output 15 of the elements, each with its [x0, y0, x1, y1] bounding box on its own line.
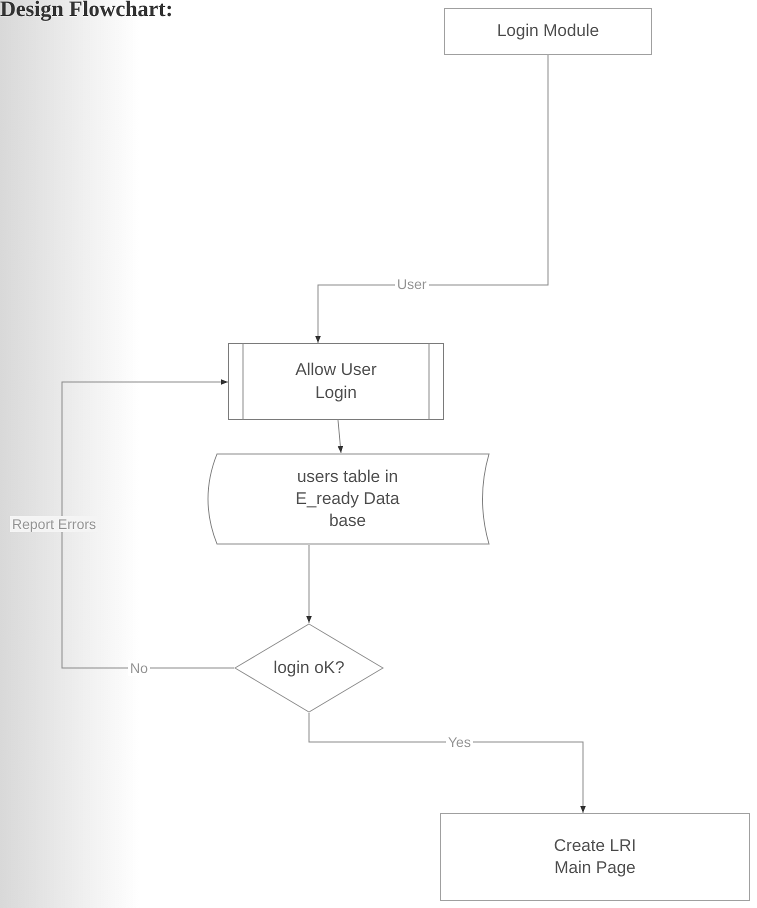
- note-label: Report Errors: [10, 516, 98, 532]
- title: Design Flowchart:: [0, 0, 173, 22]
- arrow: [62, 379, 234, 668]
- arrow: [338, 420, 344, 454]
- data-store-shape: users table in E_ready Data base: [205, 453, 490, 545]
- edge-label: No: [128, 660, 150, 676]
- edge-label: User: [395, 276, 429, 292]
- subprocess-box: Allow User Login: [228, 343, 444, 420]
- arrow: [308, 712, 586, 814]
- arrow: [306, 544, 312, 624]
- process-box: Create LRI Main Page: [440, 813, 750, 901]
- decision-diamond: login oK?: [234, 623, 384, 713]
- process-box: Login Module: [444, 8, 652, 55]
- arrow: [315, 54, 548, 344]
- edge-label: Yes: [446, 734, 473, 750]
